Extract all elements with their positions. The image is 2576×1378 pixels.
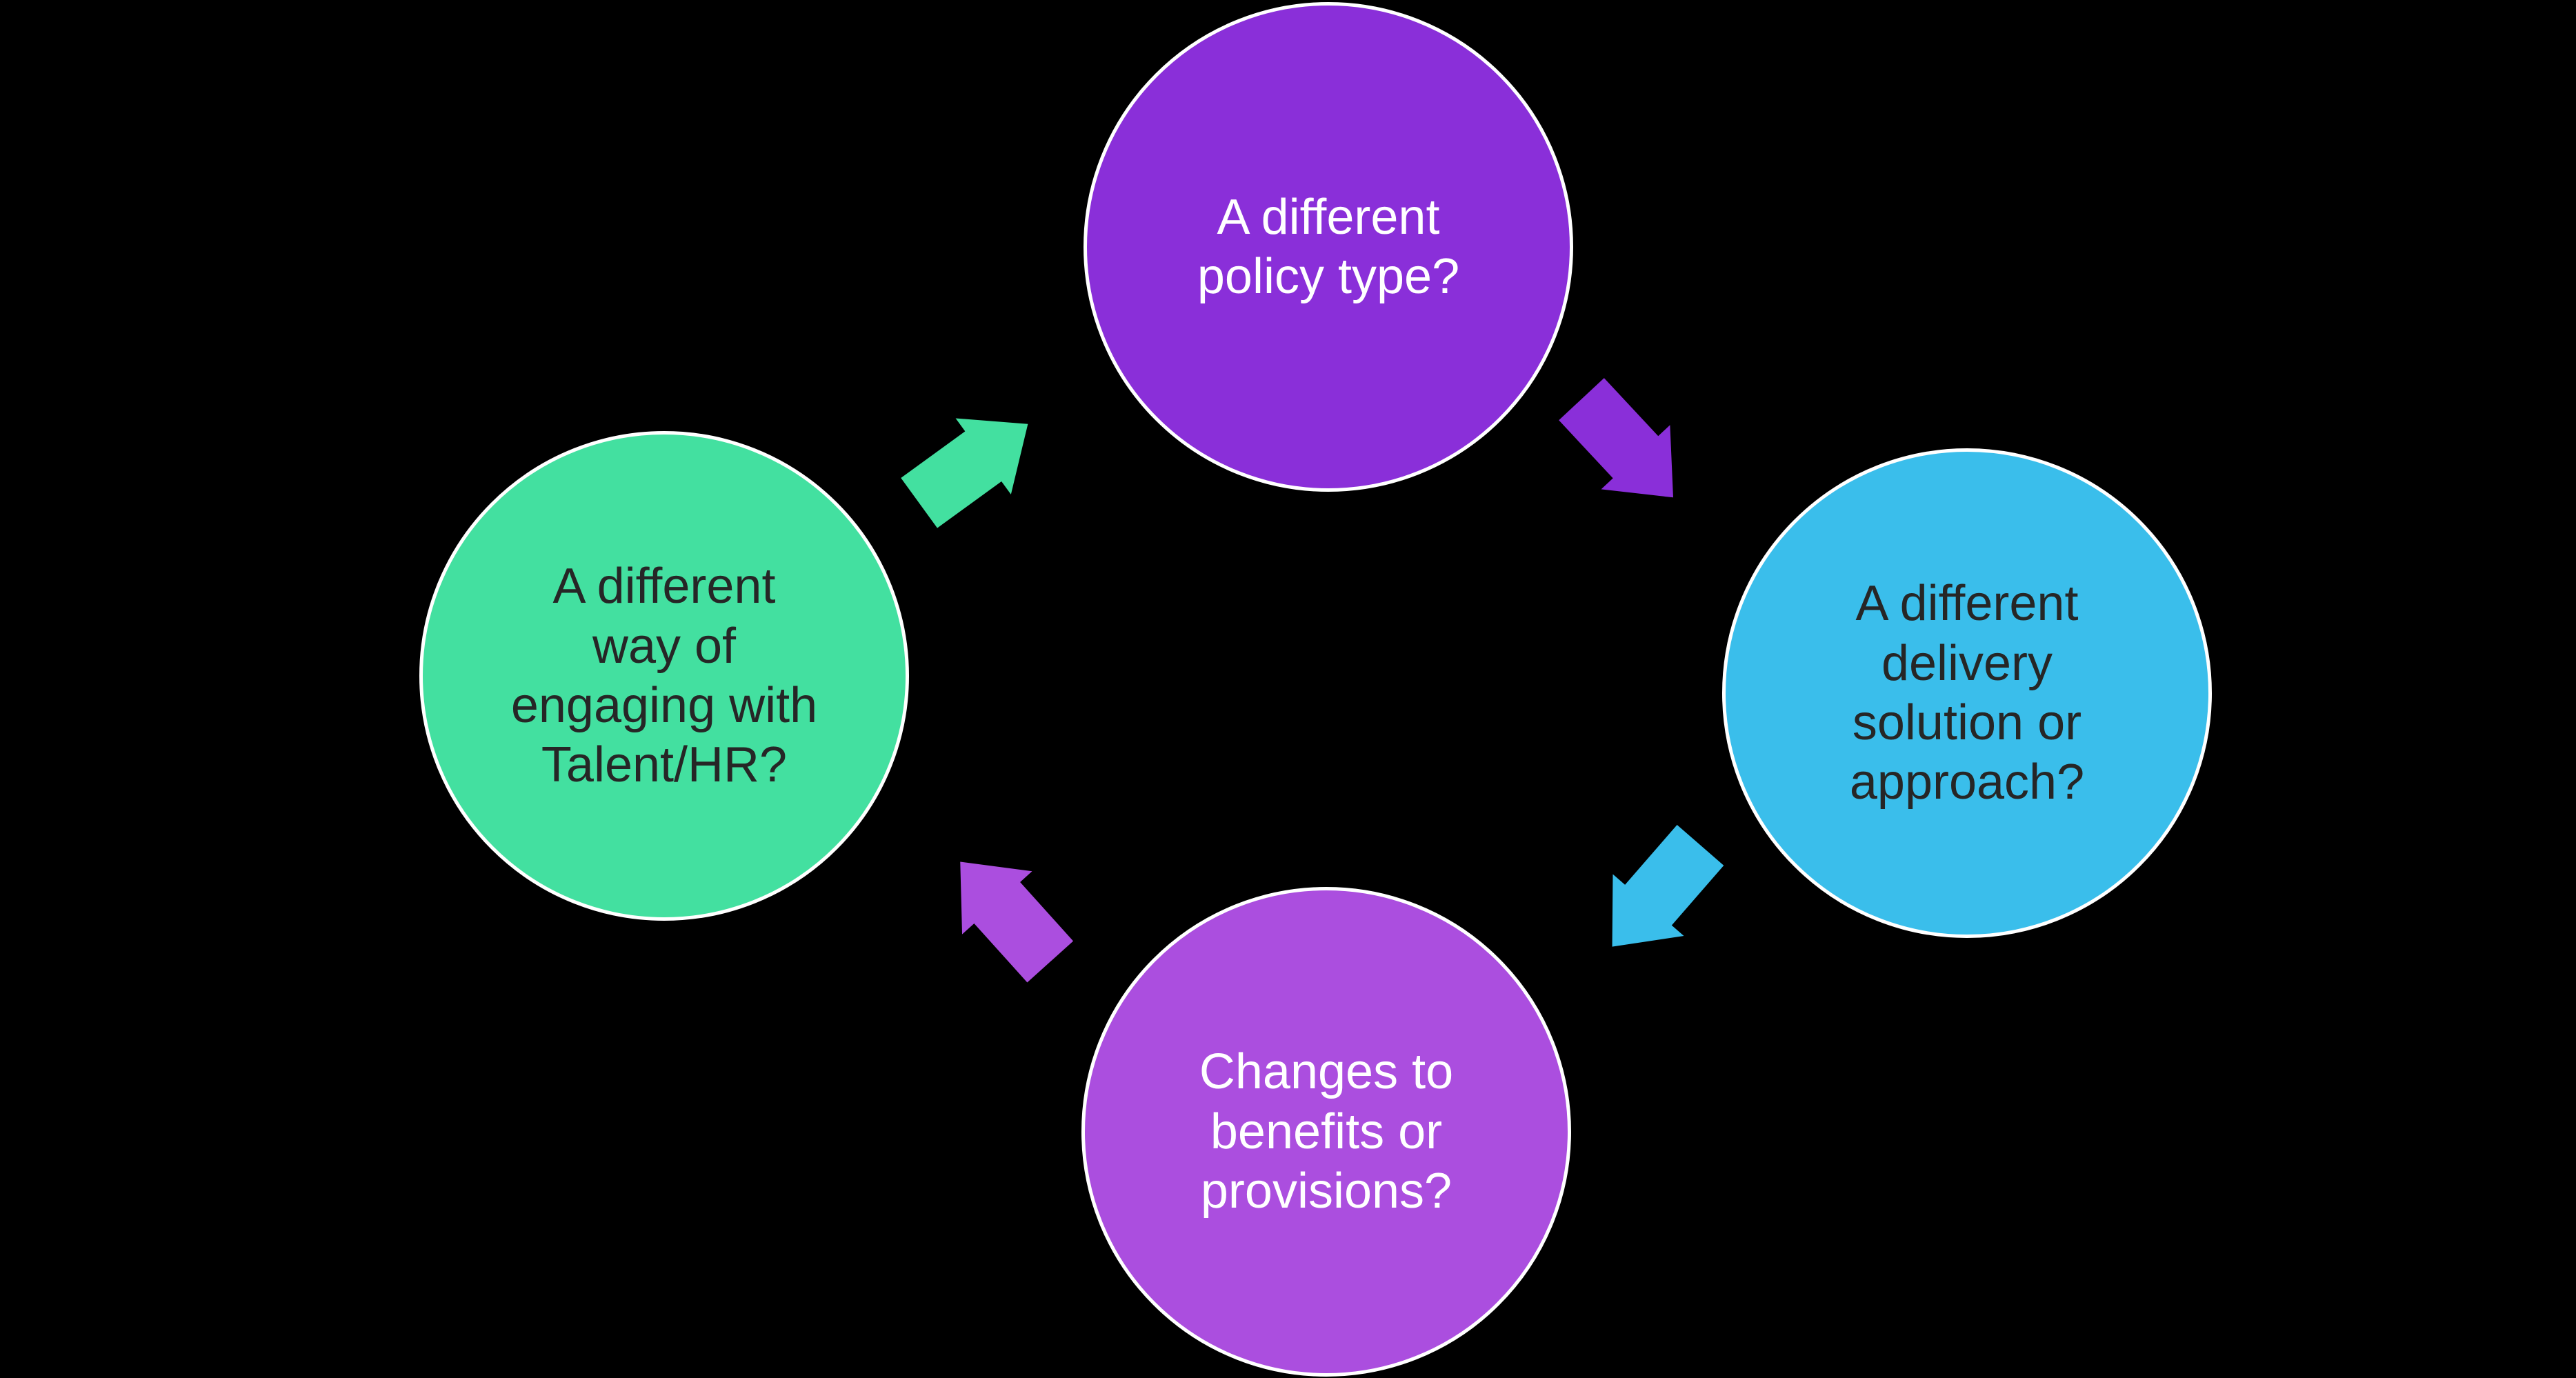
cycle-node-delivery-solution: A different delivery solution or approac… [1722,448,2212,938]
cycle-node-engaging-talent-hr-label: A different way of engaging with Talent/… [511,557,817,795]
label-line: Talent/HR? [541,737,788,793]
cycle-node-delivery-solution-label: A different delivery solution or approac… [1850,574,2084,812]
cycle-arrow-blue-down-left [1612,824,1724,947]
cycle-node-engaging-talent-hr: A different way of engaging with Talent/… [419,431,909,921]
label-line: engaging with [510,678,818,733]
cycle-arrow-violet-down-right [1559,378,1673,498]
label-line: provisions? [1200,1164,1452,1219]
label-line: approach? [1849,755,2085,810]
label-line: policy type? [1197,249,1460,304]
label-line: Changes to [1199,1044,1454,1100]
label-line: A different [1855,576,2079,632]
label-line: A different [1217,189,1440,245]
cycle-node-policy-type-label: A different policy type? [1197,188,1459,307]
cycle-node-policy-type: A different policy type? [1084,2,1573,492]
label-line: delivery [1881,635,2053,691]
label-line: solution or [1852,695,2082,750]
cycle-node-benefits-provisions: Changes to benefits or provisions? [1081,887,1571,1377]
cycle-arrow-orchid-up-left [960,861,1074,983]
cycle-arrow-green-up-right [901,418,1028,528]
label-line: benefits or [1210,1104,1443,1159]
label-line: way of [592,618,737,674]
label-line: A different [552,559,776,615]
cycle-node-benefits-provisions-label: Changes to benefits or provisions? [1199,1042,1453,1221]
